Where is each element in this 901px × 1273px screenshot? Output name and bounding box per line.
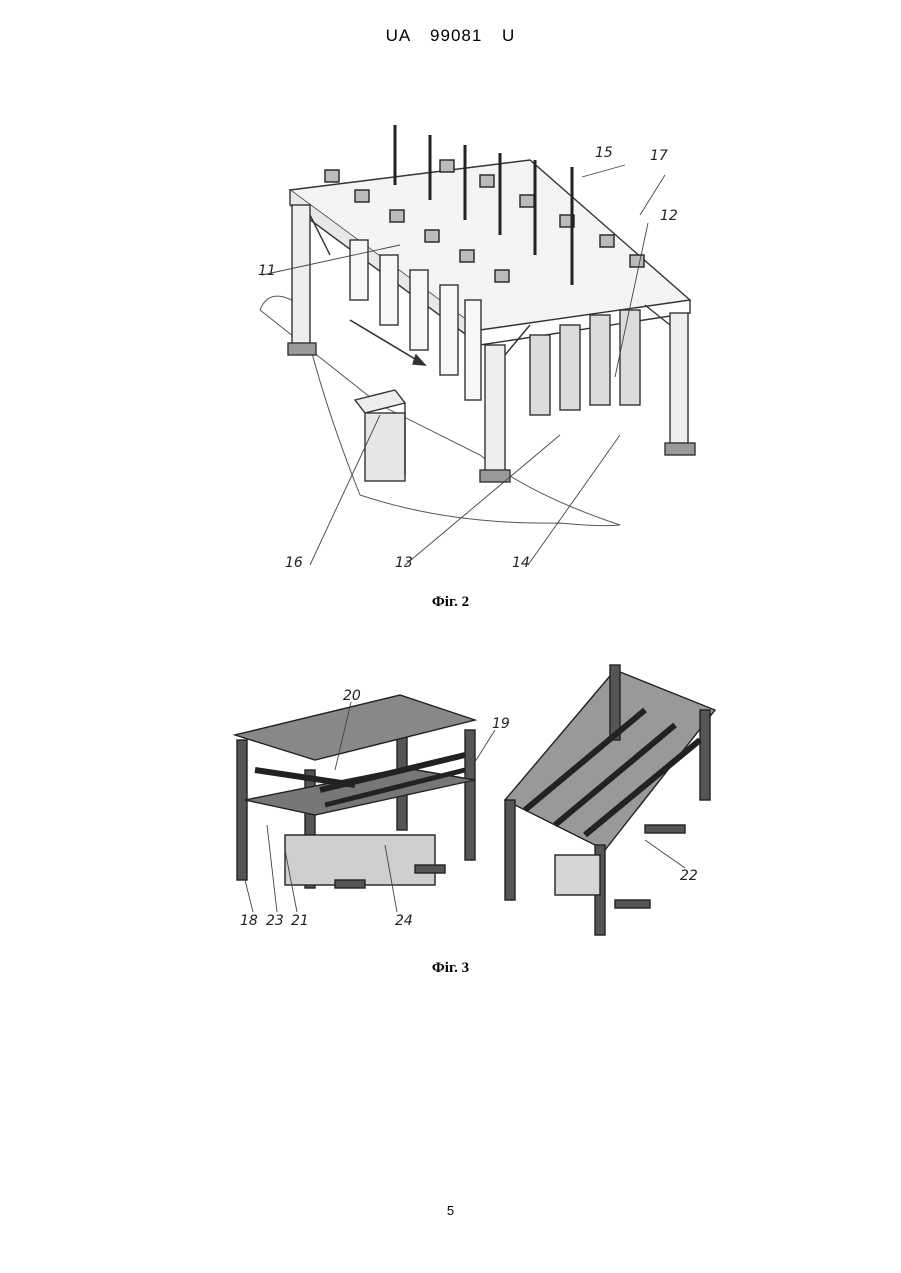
figure-2-label-16: 16 — [285, 555, 303, 571]
figure-3-label-23: 23 — [266, 913, 284, 929]
figure-3-label-19: 19 — [492, 716, 510, 732]
figure-2-caption: Фіг. 2 — [0, 594, 901, 611]
figure-3-caption: Фіг. 3 — [0, 960, 901, 977]
figure-3-label-20: 20 — [343, 688, 361, 704]
figure-3-label-22: 22 — [680, 868, 698, 884]
figure-3-drawing: 20 19 18 23 21 24 22 — [225, 650, 725, 950]
page-number: 5 — [0, 1203, 901, 1218]
document-number: UA 99081 U — [0, 26, 901, 46]
figure-2-label-17: 17 — [650, 148, 668, 164]
figure-3-label-24: 24 — [395, 913, 413, 929]
figure-3-label-18: 18 — [240, 913, 258, 929]
figure-2-label-12: 12 — [660, 208, 678, 224]
figure-2-label-14: 14 — [512, 555, 530, 571]
figure-3-label-21: 21 — [291, 913, 309, 929]
figure-2-drawing: 11 12 13 14 15 16 17 — [230, 115, 710, 585]
figure-2-label-15: 15 — [595, 145, 613, 161]
figure-2-label-13: 13 — [395, 555, 413, 571]
figure-2-label-11: 11 — [258, 263, 276, 279]
